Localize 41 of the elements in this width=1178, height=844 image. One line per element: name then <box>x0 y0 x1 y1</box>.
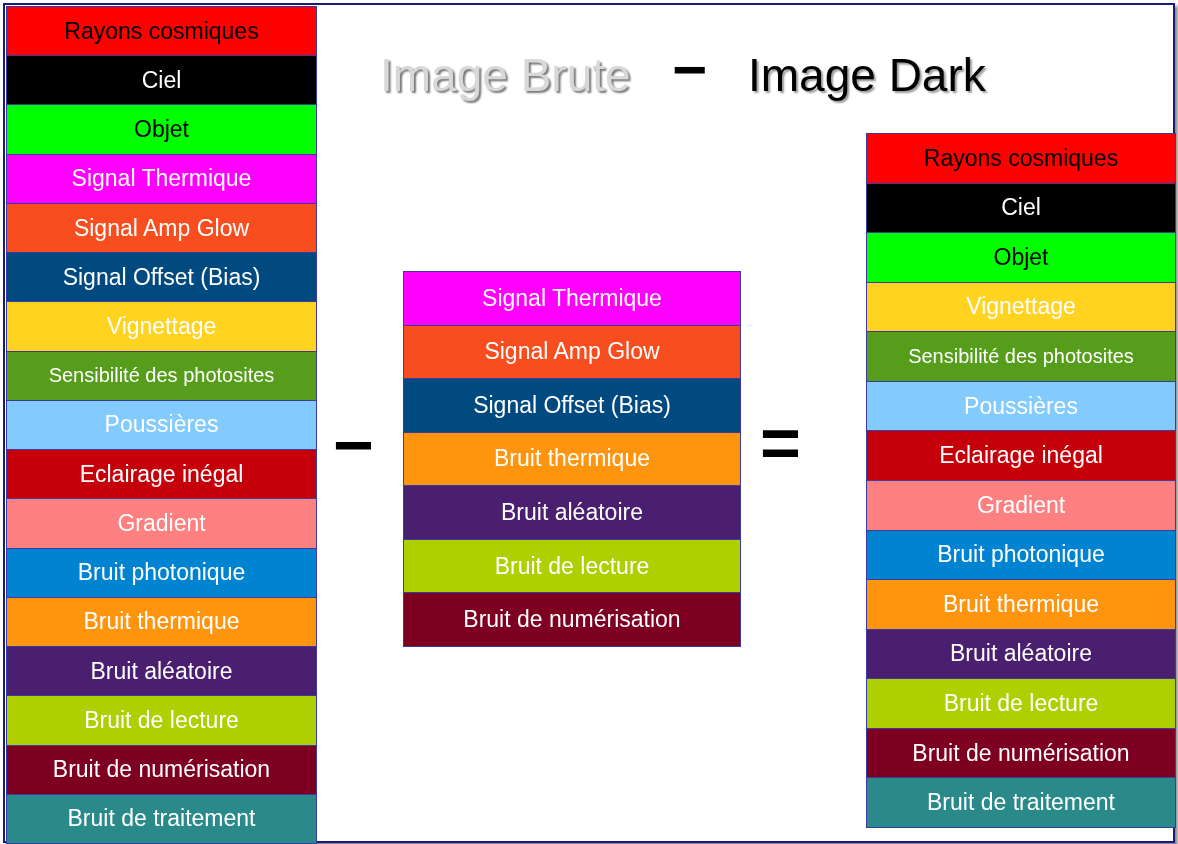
layer-band: Signal Thermique <box>403 271 741 326</box>
layer-band: Ciel <box>6 55 317 106</box>
layer-band: Bruit thermique <box>866 579 1176 630</box>
layer-band: Bruit de numérisation <box>403 592 741 647</box>
layer-band: Bruit de lecture <box>866 678 1176 729</box>
layer-band: Bruit de lecture <box>6 695 317 746</box>
layer-band: Bruit de numérisation <box>866 727 1176 779</box>
equals-sign: = <box>760 408 801 478</box>
layer-band: Bruit photonique <box>866 529 1176 581</box>
layer-band: Poussières <box>866 380 1176 432</box>
layer-band: Bruit de traitement <box>866 777 1176 828</box>
layer-band: Sensibilité des photosites <box>866 331 1176 382</box>
layer-band: Eclairage inégal <box>866 430 1176 481</box>
layer-band: Bruit thermique <box>403 431 741 487</box>
minus-sign: − <box>333 410 374 480</box>
layer-band: Bruit photonique <box>6 547 317 598</box>
layer-band: Signal Offset (Bias) <box>403 378 741 433</box>
layer-band: Vignettage <box>866 281 1176 333</box>
layer-band: Ciel <box>866 182 1176 234</box>
layer-band: Bruit de traitement <box>6 793 317 844</box>
layer-band: Objet <box>866 232 1176 283</box>
layer-band: Bruit aléatoire <box>403 485 741 540</box>
layer-band: Rayons cosmiques <box>6 6 317 57</box>
layer-band: Poussières <box>6 399 317 451</box>
layer-band: Objet <box>6 104 317 155</box>
layer-band: Vignettage <box>6 301 317 352</box>
layer-band: Bruit aléatoire <box>6 646 317 697</box>
minus-sign: − <box>672 40 708 100</box>
layer-band: Sensibilité des photosites <box>6 350 317 401</box>
layer-band: Gradient <box>866 480 1176 531</box>
layer-band: Bruit de lecture <box>403 538 741 594</box>
layer-band: Signal Offset (Bias) <box>6 252 317 303</box>
layer-band: Rayons cosmiques <box>866 133 1176 184</box>
layer-band: Signal Amp Glow <box>6 202 317 254</box>
layer-band: Signal Amp Glow <box>403 324 741 380</box>
layer-band: Bruit thermique <box>6 596 317 648</box>
layer-band: Bruit aléatoire <box>866 628 1176 680</box>
layer-band: Bruit de numérisation <box>6 744 317 795</box>
layer-band: Signal Thermique <box>6 153 317 204</box>
layer-band: Gradient <box>6 498 317 549</box>
layer-band: Eclairage inégal <box>6 449 317 500</box>
